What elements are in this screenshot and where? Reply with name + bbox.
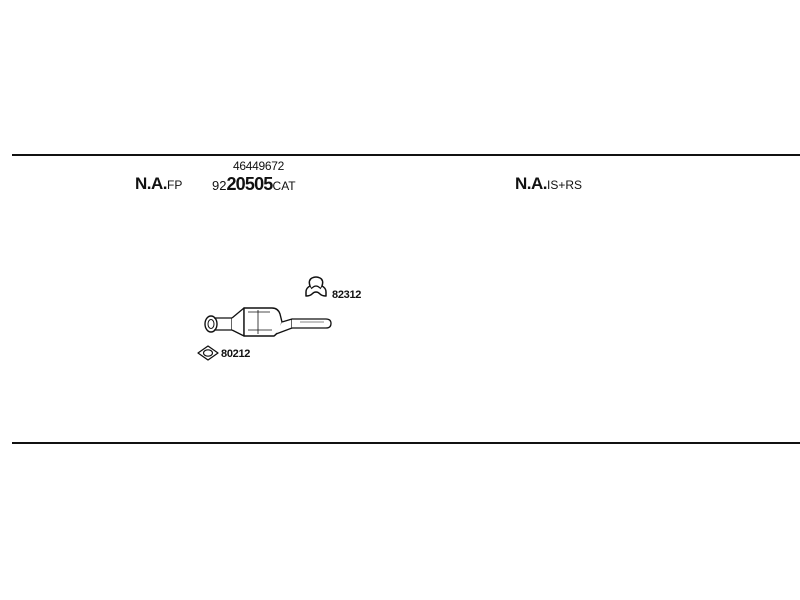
left-code: N.A. <box>135 174 168 193</box>
clamp-part-number: 82312 <box>332 289 362 301</box>
part-prefix: 92 <box>212 178 227 193</box>
right-code: N.A. <box>515 174 548 193</box>
catalytic-converter-icon <box>204 307 332 337</box>
bottom-divider <box>12 442 800 444</box>
oem-number: 46449672 <box>233 159 284 173</box>
left-suffix: FP <box>167 178 183 192</box>
clamp-icon <box>305 276 327 297</box>
part-reference-number: 9220505CAT <box>212 175 296 194</box>
gasket-icon <box>197 345 219 361</box>
part-suffix: CAT <box>272 179 296 193</box>
left-header-label: N.A.FP <box>135 175 182 193</box>
part-main-number: 20505 <box>226 174 273 194</box>
right-header-label: N.A.IS+RS <box>515 175 582 193</box>
gasket-part-number: 80212 <box>221 348 251 360</box>
top-divider <box>12 154 800 156</box>
right-suffix: IS+RS <box>547 178 583 192</box>
